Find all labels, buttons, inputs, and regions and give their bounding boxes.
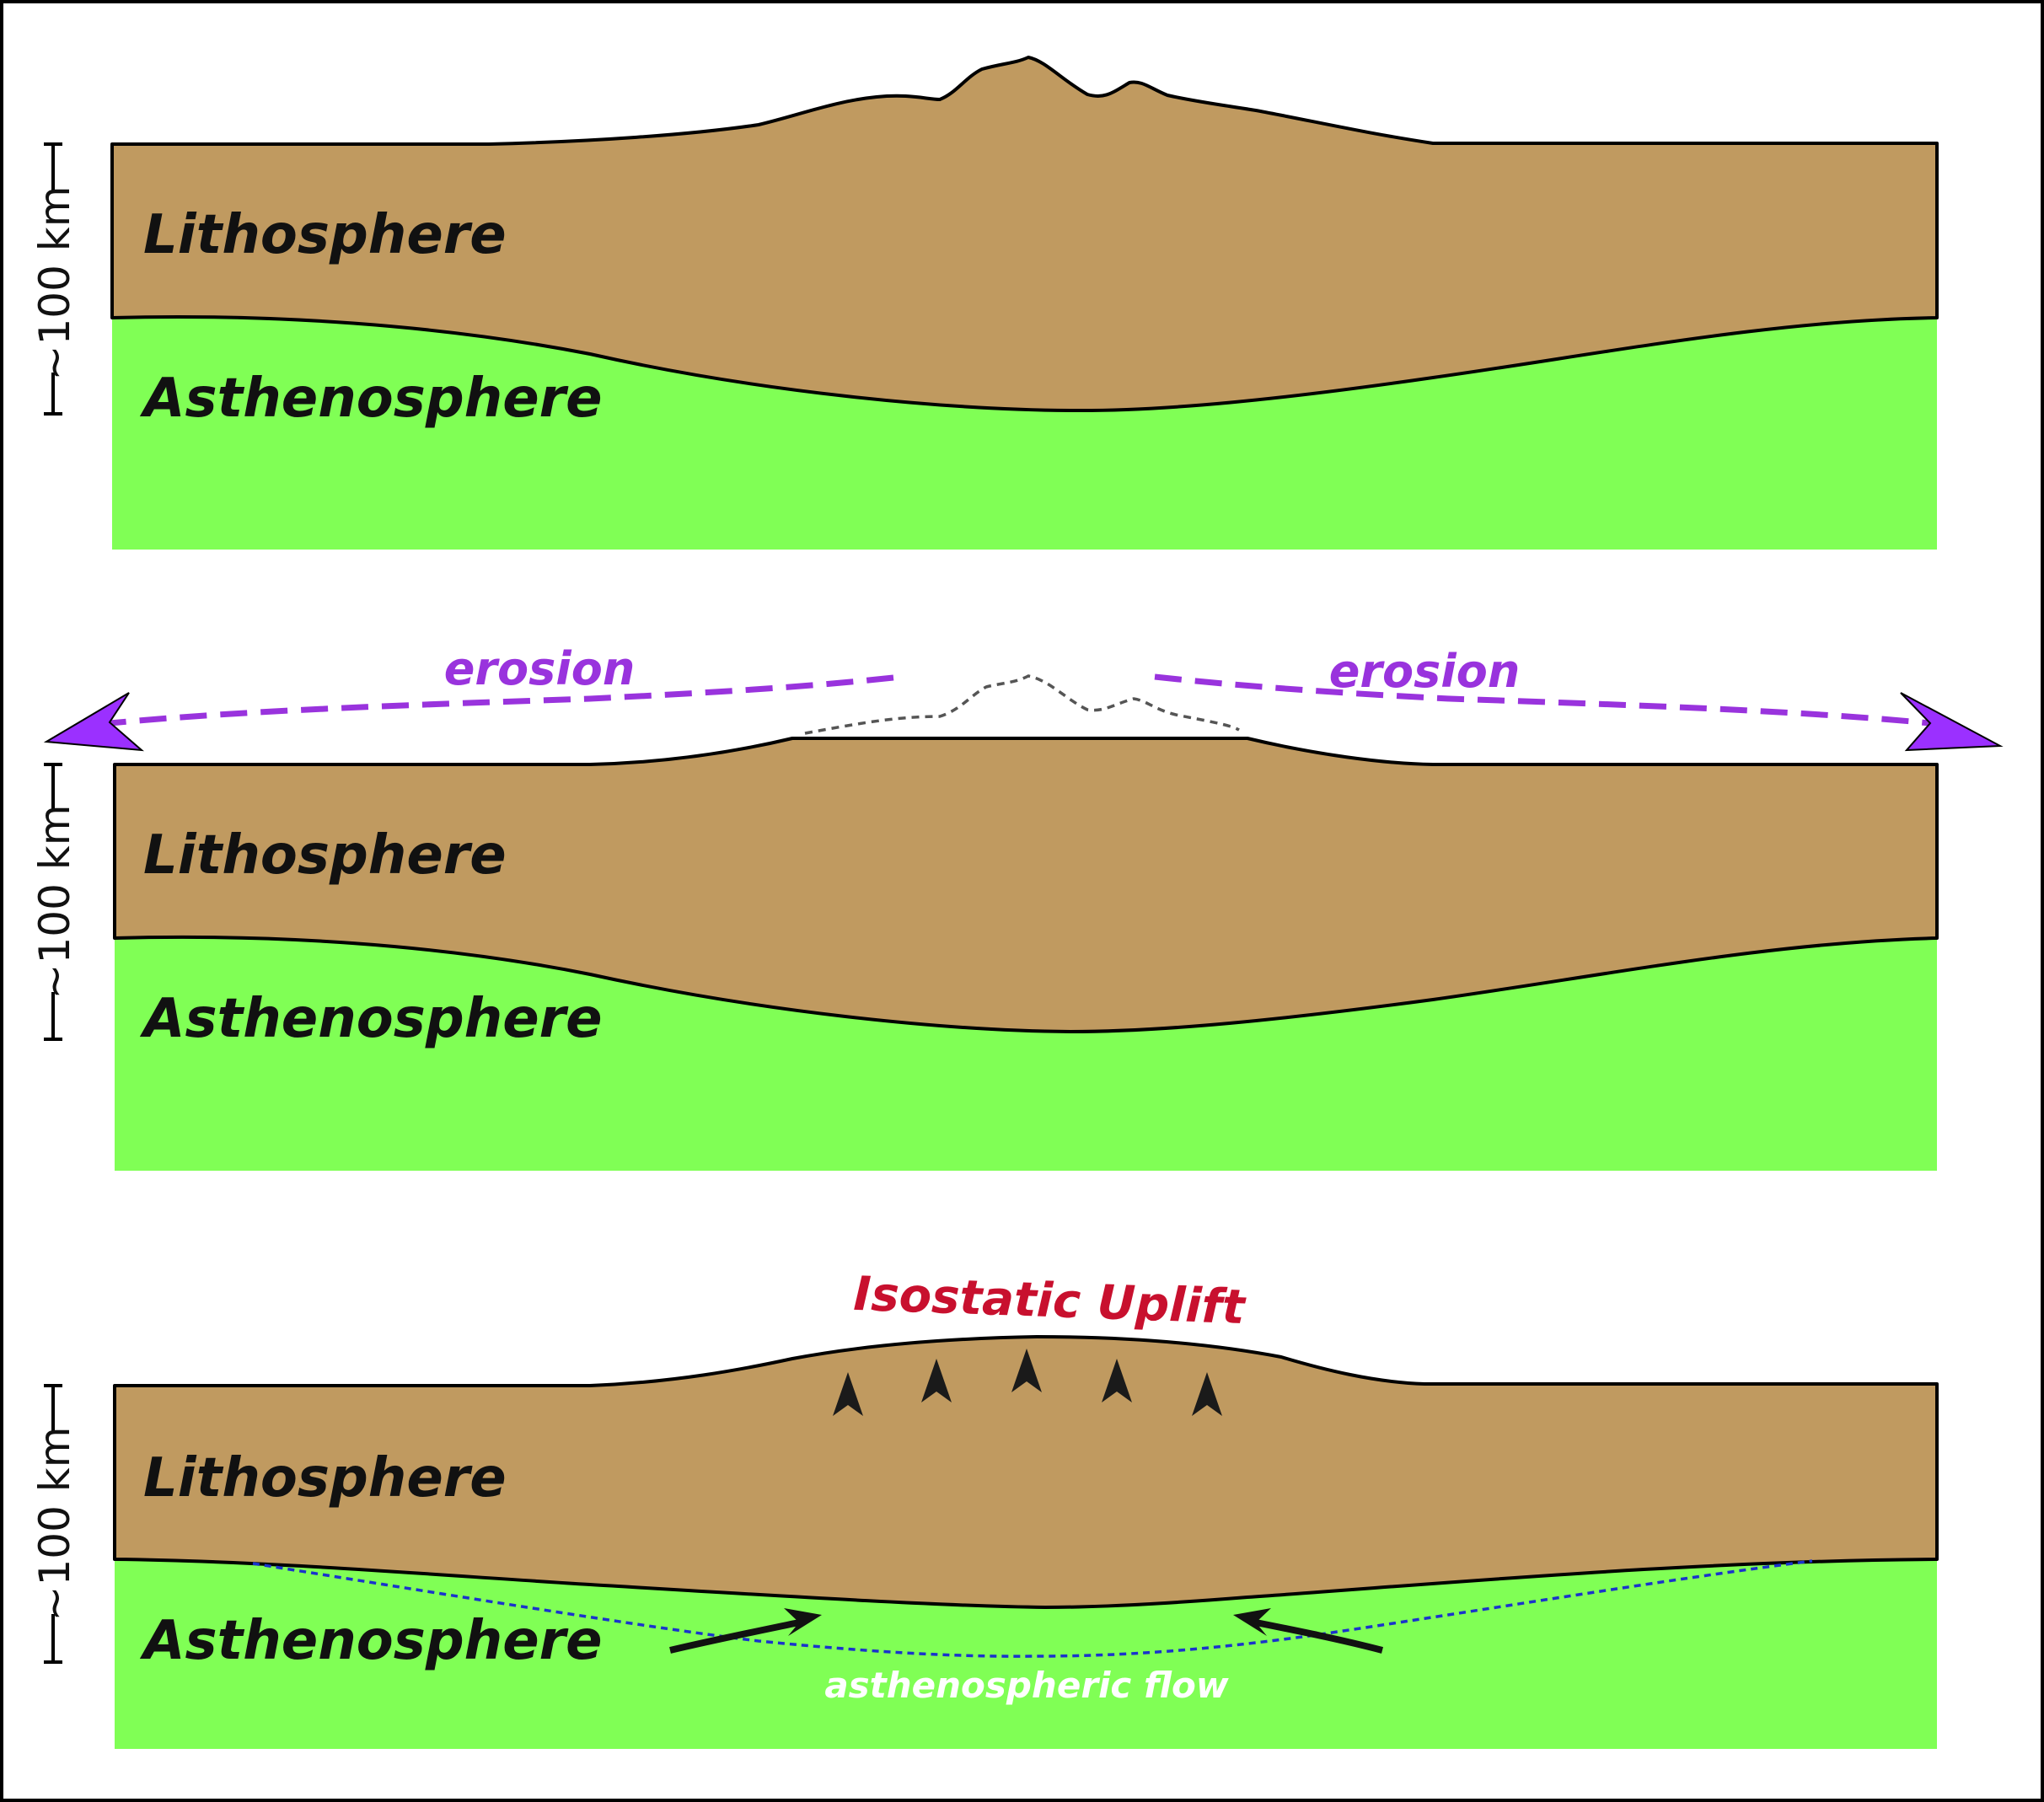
uplift-arrow [921,1359,952,1402]
uplift-arrow [1102,1359,1132,1402]
panel-3-flow-arrowhead-left [784,1608,822,1636]
panel-2-erosion-right-label: erosion [1329,645,1521,698]
panel-1-scale-label: ~100 km [30,186,79,381]
panel-3-flow-arrowhead-right [1233,1608,1271,1636]
panel-3-scale-bar: ~100 km [30,1384,79,1664]
panel-1-mountain-root: Lithosphere Asthenosphere ~100 km [30,56,1939,550]
panel-1-asthenosphere-label: Asthenosphere [139,367,603,430]
uplift-arrow [1011,1349,1042,1392]
panel-3-flow-arrow-left [669,1619,800,1654]
panel-2-erosion: erosion erosion Lithosphere Asthenospher… [30,642,2004,1171]
panel-2-lithosphere [113,737,1939,1033]
panel-2-erosion-right-arrow [1154,673,1931,727]
panel-2-lithosphere-label: Lithosphere [143,824,507,887]
panel-1-lithosphere [110,56,1939,413]
panel-3-uplift-arrows [833,1349,1222,1416]
panel-2-erosion-right-arrowhead [1900,692,2004,752]
panel-1-scale-bar: ~100 km [30,142,79,416]
panel-3-lithosphere [113,1335,1939,1609]
panel-2-scale-label: ~100 km [30,805,79,1000]
panel-1-lithosphere-label: Lithosphere [143,204,507,266]
panel-2-erosion-left-label: erosion [444,642,636,695]
panel-2-erosion-left-arrowhead [43,692,144,752]
panel-3-flow-arrow-right [1255,1619,1384,1654]
panel-2-eroded-mountain-outline [804,674,1240,735]
uplift-arrow [833,1372,863,1416]
panel-2-scale-bar: ~100 km [30,763,79,1041]
panel-3-asthenosphere-label: Asthenosphere [139,1610,603,1672]
panel-2-asthenosphere-label: Asthenosphere [139,988,603,1050]
panel-3-original-base-outline [252,1559,1813,1658]
panel-3-scale-label: ~100 km [30,1427,79,1622]
panel-2-erosion-left-arrow [109,674,894,727]
panel-3-lithosphere-label: Lithosphere [143,1447,507,1510]
uplift-arrow [1192,1372,1222,1416]
panel-3-flow-label: asthenospheric flow [824,1665,1229,1706]
